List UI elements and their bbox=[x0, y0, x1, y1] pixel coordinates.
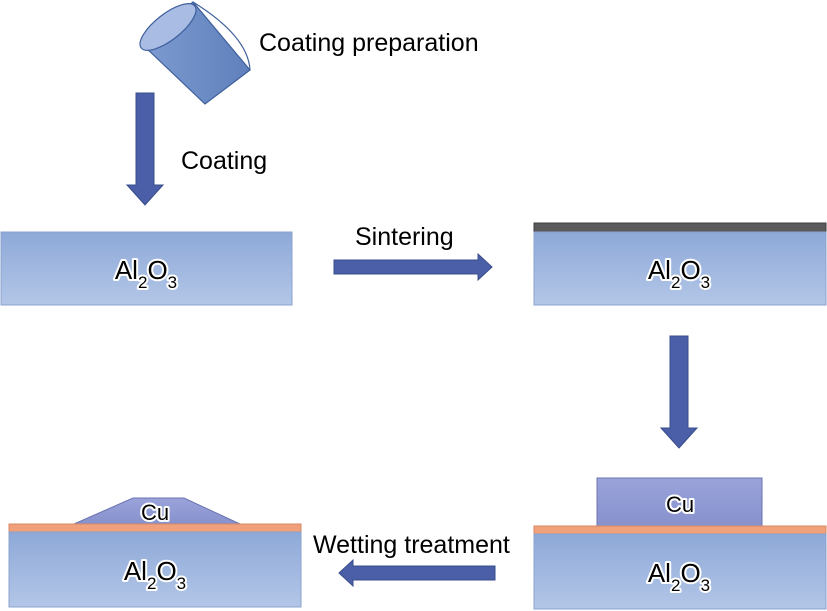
coating-preparation-label: Coating preparation bbox=[259, 29, 479, 57]
sintered-coating-layer bbox=[533, 222, 827, 233]
cu-block bbox=[596, 477, 763, 527]
substrate-4-label: Al2O3 bbox=[124, 556, 186, 593]
coating-arrow bbox=[125, 92, 165, 206]
coating-cup-icon bbox=[139, 1, 251, 105]
wetted-layer-4 bbox=[8, 523, 302, 533]
substrate-2 bbox=[533, 231, 827, 306]
substrate-4 bbox=[8, 531, 302, 608]
sintering-label: Sintering bbox=[355, 223, 454, 251]
wetting-treatment-label: Wetting treatment bbox=[313, 531, 510, 559]
substrate-1 bbox=[0, 231, 293, 306]
substrate-3 bbox=[533, 533, 827, 610]
substrate-3-label: Al2O3 bbox=[648, 558, 710, 595]
substrate-1-label: Al2O3 bbox=[115, 255, 177, 292]
cu-block-label: Cu bbox=[666, 492, 694, 517]
sintering-arrow bbox=[333, 252, 493, 282]
wetting-arrow bbox=[338, 558, 496, 588]
coating-label: Coating bbox=[181, 147, 267, 175]
wetted-layer-3 bbox=[533, 525, 827, 535]
cu-spread-label: Cu bbox=[141, 500, 169, 525]
substrate-2-label: Al2O3 bbox=[648, 255, 710, 292]
placement-arrow bbox=[659, 335, 699, 449]
